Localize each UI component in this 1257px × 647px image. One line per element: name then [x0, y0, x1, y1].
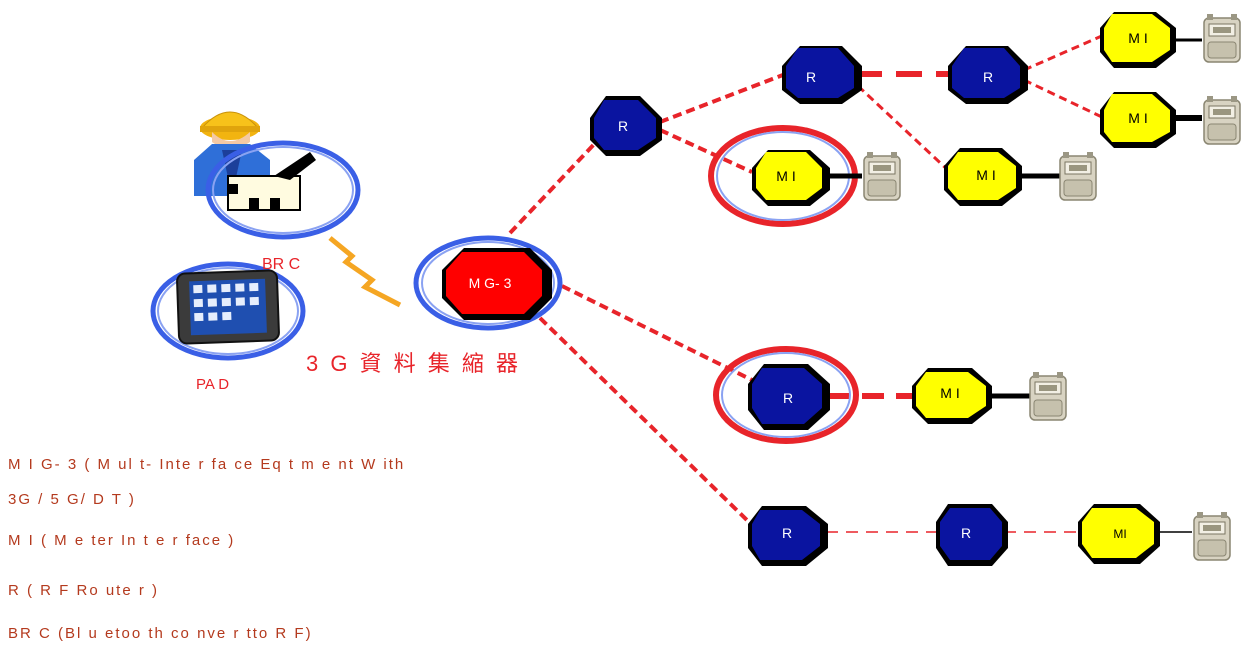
link-r1-r2 [659, 71, 789, 124]
gas-meter-icon [1193, 511, 1231, 561]
router-label: R [618, 118, 628, 134]
wireless-bolt [328, 236, 402, 308]
router-node: R [590, 96, 662, 156]
router-node: R [748, 506, 828, 566]
router-node: R [936, 504, 1008, 566]
meter-interface-node: M I [912, 368, 1030, 424]
meter-label: M I [1128, 30, 1147, 46]
meter-interface-node: M I [944, 148, 1060, 206]
gas-meter-icon [863, 151, 901, 201]
meter-label: M I [976, 167, 995, 183]
concentrator-label: 3 G 資 料 集 縮 器 [306, 351, 522, 376]
brc-ring [205, 140, 361, 240]
router-label: R [983, 69, 993, 85]
link-r2-mi2 [856, 84, 952, 174]
meter-interface-node: M I [1100, 12, 1202, 68]
link-mig-r1 [508, 136, 602, 235]
mig-node: M G- 3 [442, 248, 552, 320]
mig-label: M G- 3 [469, 275, 512, 291]
meter-interface-node: M I [1100, 92, 1202, 148]
gas-meter-icon [1059, 151, 1097, 201]
meter-label: M I [940, 385, 959, 401]
link-r3-mi-second [1023, 78, 1105, 120]
pad-label: PA D [196, 376, 230, 393]
link-r1-mi1 [659, 128, 753, 174]
legend-item: M I ( M e ter In t e r face ) [8, 532, 236, 549]
router-node: R [748, 364, 830, 430]
gas-meter-icon [1029, 371, 1067, 421]
legend-item: R ( R F Ro ute r ) [8, 582, 160, 599]
link-mig-r5 [538, 316, 754, 527]
router-label: R [782, 525, 792, 541]
router-label: R [806, 69, 816, 85]
router-ring [713, 346, 859, 444]
legend-item: BR C (Bl u etoo th co nve r tto R F) [8, 625, 313, 642]
router-label: R [783, 390, 793, 406]
links [508, 33, 1105, 533]
legend-item: 3G / 5 G/ D T ) [8, 491, 136, 508]
gas-meter-icon [1203, 13, 1241, 63]
meter-label: M I [1128, 110, 1147, 126]
meter-label: MI [1113, 527, 1126, 541]
meter-interface-node: MI [1078, 504, 1192, 564]
pad-ring [150, 261, 306, 361]
legend-item: M I G- 3 ( M ul t- Inte r fa ce Eq t m e… [8, 456, 406, 473]
gas-meter-icon [1203, 95, 1241, 145]
router-node: R [782, 46, 862, 104]
router-label: R [961, 525, 971, 541]
meter-interface-node: M I [752, 150, 862, 206]
mig-ring [413, 235, 563, 331]
link-r3-mi-top [1023, 33, 1105, 72]
pad-device [176, 269, 280, 345]
router-node: R [948, 46, 1028, 104]
brc-device [227, 152, 316, 211]
brc-label: BR C [262, 256, 301, 273]
meter-label: M I [776, 168, 795, 184]
link-mig-r4 [561, 284, 753, 382]
